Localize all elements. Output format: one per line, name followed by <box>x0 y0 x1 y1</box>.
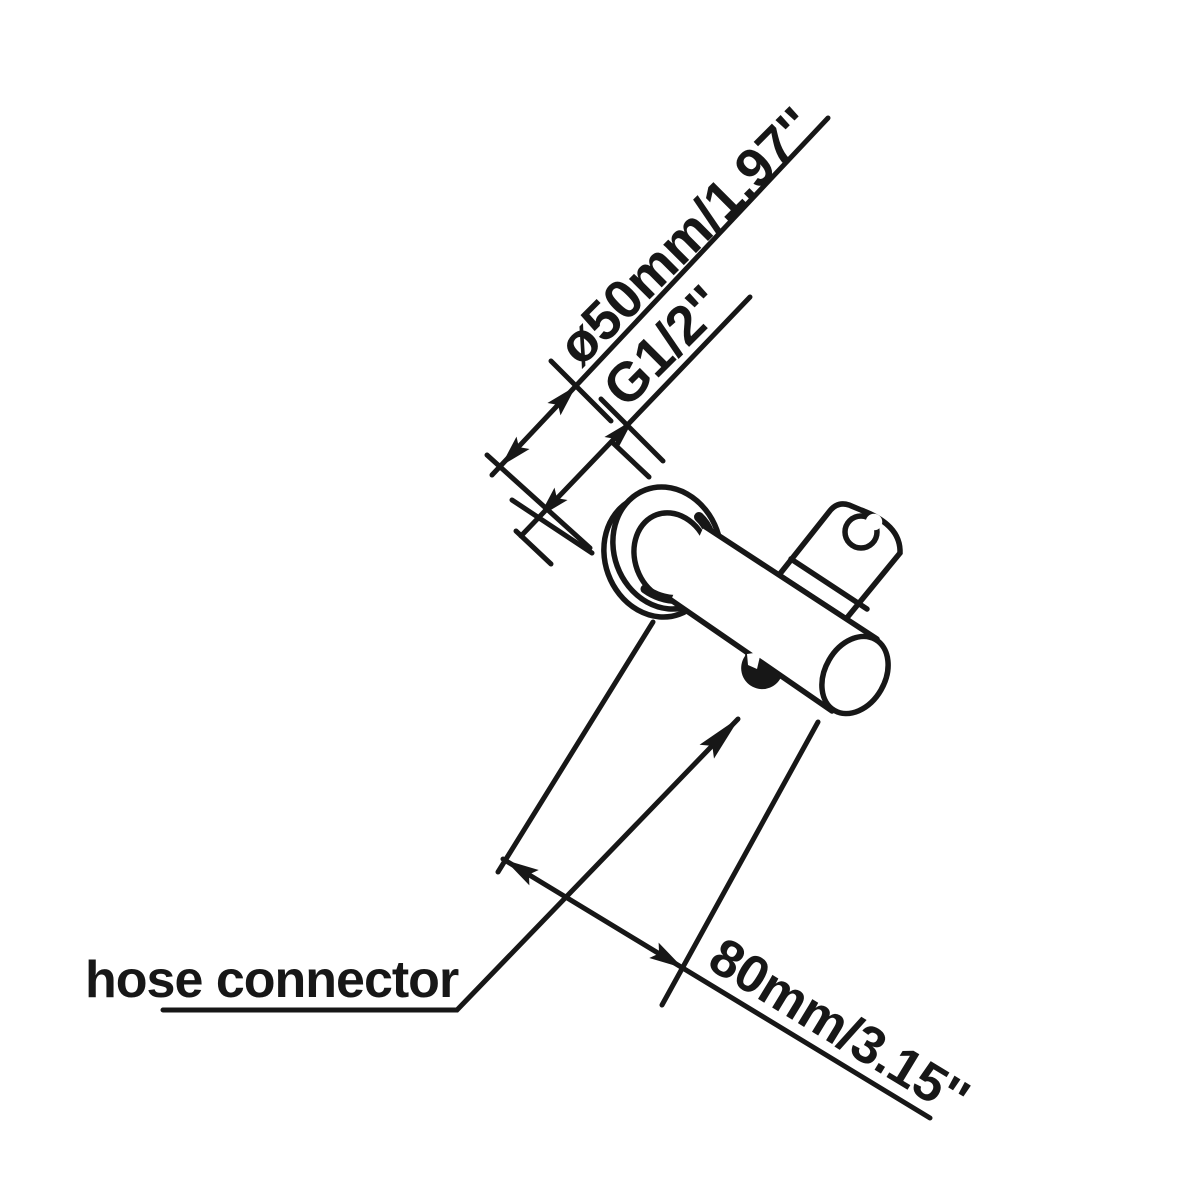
extension-line <box>659 719 821 1008</box>
callout-label-hose-connector: hose connector <box>85 951 459 1009</box>
hose-connector-outlet <box>741 650 782 690</box>
arrow-head <box>505 860 539 886</box>
dimension-line <box>518 294 753 539</box>
arrow-head <box>547 386 576 416</box>
extension-tick <box>509 497 595 556</box>
arrow-head <box>604 420 633 450</box>
arrow-head <box>649 942 683 968</box>
dimension-line <box>489 115 831 478</box>
fixture-drawing <box>601 484 903 717</box>
leader-line <box>160 716 741 1013</box>
cylinder-top-edge <box>701 523 880 642</box>
cylinder-arm <box>668 523 891 717</box>
dimension-line <box>500 856 933 1121</box>
extension-tick <box>484 452 593 551</box>
holder-bracket <box>774 501 903 623</box>
holder-hole-notch <box>865 513 883 531</box>
cylinder-end-cap <box>819 633 891 717</box>
extension-tick <box>598 396 666 464</box>
outlet-nub-highlight <box>747 652 761 669</box>
arrow-head <box>699 717 740 759</box>
callout-hose-connector: hose connector <box>85 716 741 1013</box>
bracket-collar-edge <box>788 556 870 612</box>
arrow-head <box>501 436 530 466</box>
extension-tick <box>513 528 554 567</box>
extension-tick <box>548 358 614 424</box>
arrow-head <box>539 487 568 517</box>
extension-line <box>495 619 656 875</box>
